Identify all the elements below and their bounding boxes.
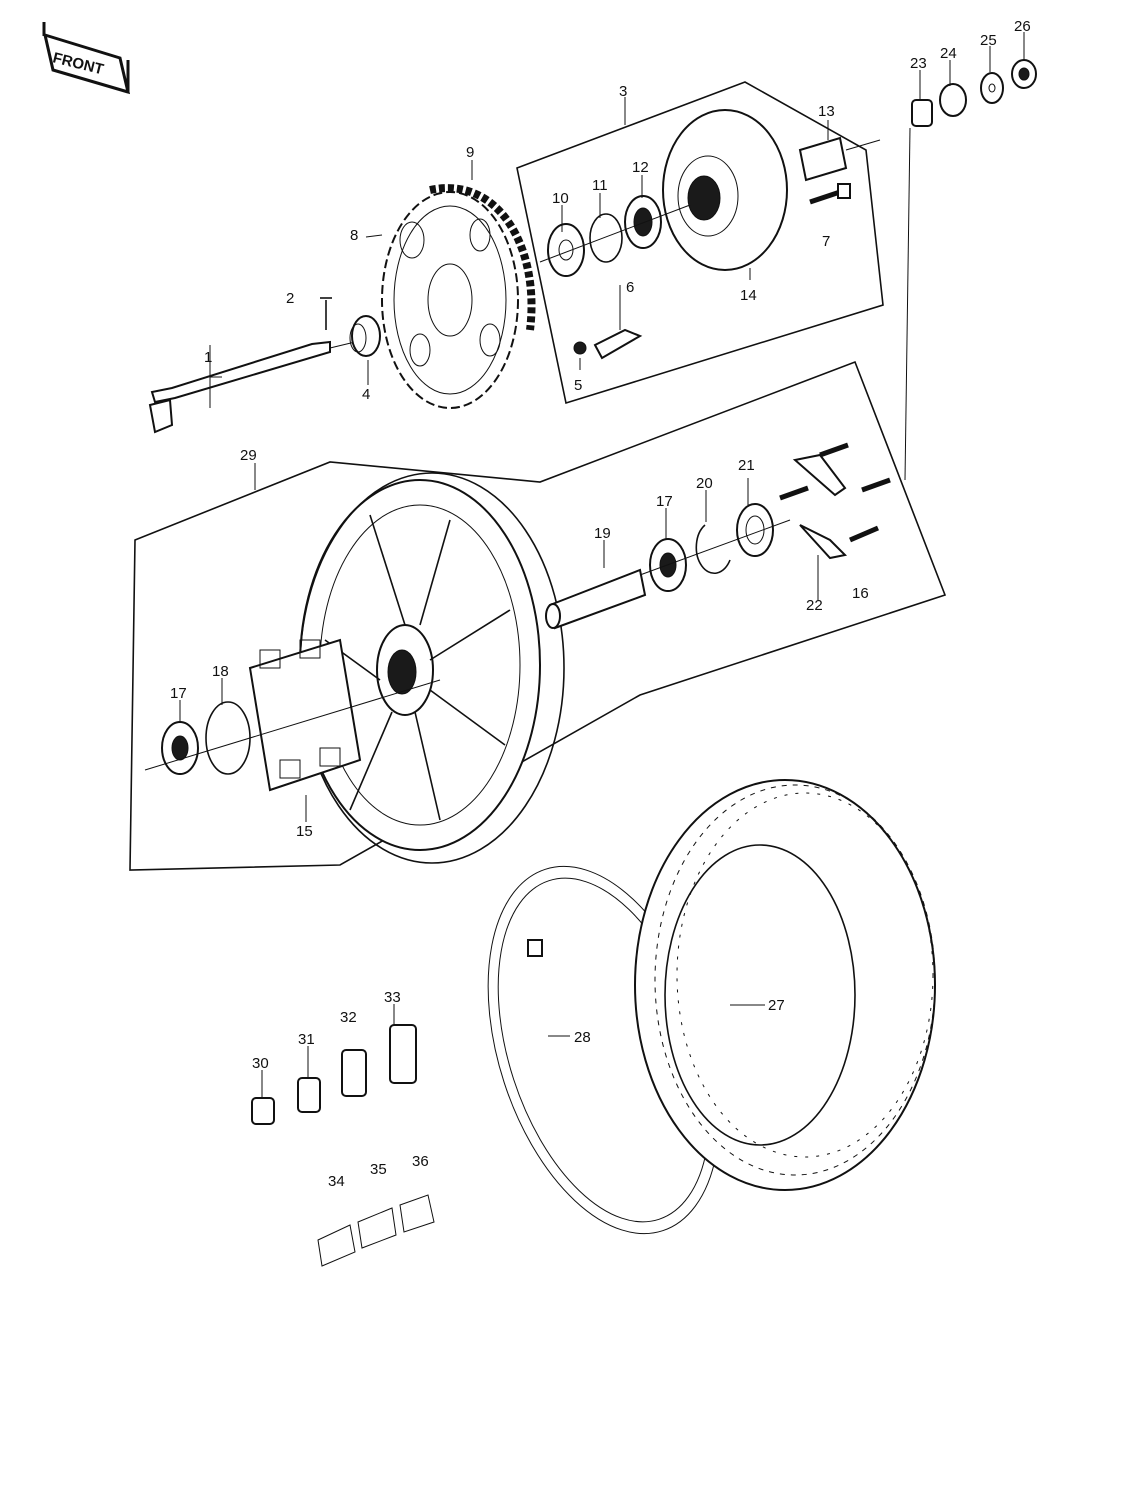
callout-36: 36 [412,1153,429,1170]
callout-12: 12 [632,159,649,176]
callout-22: 22 [806,597,823,614]
callout-24: 24 [940,45,957,62]
callout-20: 20 [696,475,713,492]
damper-lock-plates [792,453,848,560]
drive-chain [429,184,536,331]
axle-nut-leader [904,127,911,481]
callout-26: 26 [1014,18,1031,35]
leader-lines [179,32,1025,1098]
callout-10: 10 [552,190,569,207]
balance-weight-20g [297,1077,321,1113]
wheel-axis-line-left [144,679,441,771]
circlip [589,213,623,263]
callout-33: 33 [384,989,401,1006]
callout-18: 18 [212,663,229,680]
spacer [349,315,381,357]
callout-2: 2 [286,290,294,307]
sprocket-coupling [539,109,788,271]
callout-34: 34 [328,1173,345,1190]
callout-17-left: 17 [170,685,187,702]
distance-collar [545,568,647,630]
callout-1: 1 [204,349,212,366]
tire [634,779,936,1191]
balance-weight-10g [251,1097,275,1125]
callout-19: 19 [594,525,611,542]
oil-seal [547,223,585,277]
callout-31: 31 [298,1031,315,1048]
coupling-bolt [809,183,851,205]
hub-assembly-outline [516,81,884,405]
damper-bolts [779,442,891,543]
callout-11: 11 [592,177,608,194]
chain-adjuster-collar [911,99,933,127]
balance-weight-30g [341,1049,367,1097]
wheel-bearing-left [161,721,199,775]
axle-washer [980,72,1004,104]
callout-15: 15 [296,823,313,840]
callout-3: 3 [619,83,627,100]
callout-35: 35 [370,1161,387,1178]
callout-25: 25 [980,32,997,49]
callout-13: 13 [818,103,835,120]
callout-30: 30 [252,1055,269,1072]
callout-28: 28 [574,1029,591,1046]
callout-17-right: 17 [656,493,673,510]
callout-4: 4 [362,386,370,403]
rear-sprocket [381,191,519,409]
small-balance-weights [317,1194,435,1267]
callout-9: 9 [466,144,474,161]
axle [148,340,356,434]
callout-14: 14 [740,287,757,304]
lock-plate [593,328,643,360]
callout-32: 32 [340,1009,357,1026]
wheel-damper [248,638,362,792]
axle-nut [1011,59,1037,89]
wheel-oil-seal [736,503,774,557]
callout-16: 16 [852,585,869,602]
cotter-pin [320,297,332,330]
coupling-collar [798,136,881,182]
callout-23: 23 [910,55,927,72]
front-direction-badge: FRONT [42,22,131,95]
callout-27: 27 [768,997,785,1014]
lock-nut [573,341,587,355]
wheel-assembly-outline [129,360,947,871]
o-ring [205,701,251,775]
callout-21: 21 [738,457,755,474]
axle-washer-large [939,83,967,117]
callout-6: 6 [626,279,634,296]
wheel-circlip [695,524,731,575]
callout-labels: 3 1 2 4 5 6 7 8 9 10 11 12 13 14 15 16 1… [170,18,1031,1190]
callout-29: 29 [240,447,257,464]
callout-7: 7 [822,233,830,250]
wheel-axis-line-right [639,519,791,576]
callout-5: 5 [574,377,582,394]
hub-bearing [624,195,662,249]
callout-8: 8 [350,227,358,244]
balance-weight-40g [389,1024,417,1084]
